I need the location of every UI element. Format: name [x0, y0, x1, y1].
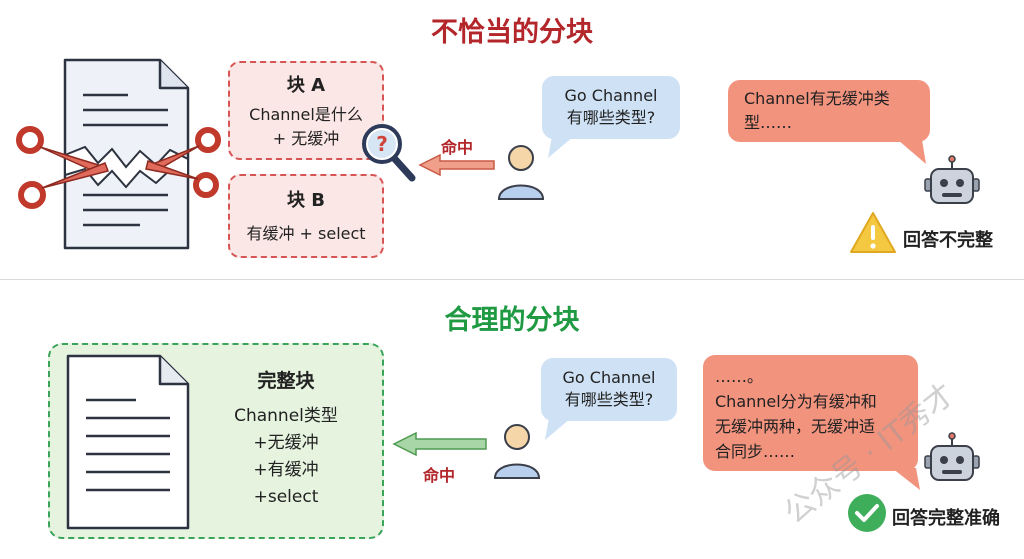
- answer-top-line1: Channel有无缓冲类: [744, 89, 890, 108]
- magnifier-question-icon: ?: [362, 124, 416, 182]
- bad-chunking-title: 不恰当的分块: [431, 17, 593, 48]
- chunk-b-title: 块 B: [287, 190, 325, 211]
- question-bubble-top-tail: [548, 136, 574, 158]
- robot-icon: [924, 155, 980, 204]
- user-icon: [497, 145, 545, 200]
- scissors-left-icon: [16, 126, 109, 209]
- answer-bottom-line4: 合同步……: [715, 442, 796, 461]
- answer-bubble-bottom-tail: [892, 468, 920, 490]
- complete-chunk-line4: +select: [253, 487, 319, 507]
- answer-bottom-line2: Channel分为有缓冲和: [715, 392, 877, 411]
- question-top-line1: Go Channel: [564, 86, 658, 105]
- chunk-a-title: 块 A: [286, 75, 326, 96]
- cut-document-illustration: [16, 58, 221, 250]
- question-bubble-bottom: Go Channel 有哪些类型?: [541, 358, 677, 421]
- question-top-line2: 有哪些类型?: [566, 108, 656, 127]
- answer-bubble-top-tail: [898, 140, 926, 164]
- complete-chunk-line2: +无缓冲: [253, 433, 319, 453]
- hit-arrow-bottom: [392, 432, 487, 456]
- document-icon-bottom: [66, 354, 190, 530]
- scissors-right-icon: [145, 127, 221, 198]
- question-bubble-top: Go Channel 有哪些类型?: [542, 76, 680, 139]
- answer-bottom-line1: ……。: [715, 367, 764, 386]
- section-divider: [0, 279, 1024, 280]
- complete-chunk-line1: Channel类型: [234, 406, 338, 426]
- answer-top-line2: 型……: [744, 113, 793, 132]
- svg-text:?: ?: [376, 132, 388, 156]
- warning-icon: [850, 212, 896, 253]
- answer-bottom-line3: 无缓冲两种，无缓冲适: [715, 417, 876, 436]
- result-incomplete: 回答不完整: [903, 230, 993, 251]
- result-complete: 回答完整准确: [892, 508, 1000, 529]
- answer-bubble-bottom: ……。 Channel分为有缓冲和 无缓冲两种，无缓冲适 合同步……: [703, 355, 918, 471]
- hit-label-top: 命中: [441, 138, 474, 157]
- chunk-a-box: 块 A Channel是什么 + 无缓冲: [228, 61, 384, 160]
- hit-label-bottom: 命中: [423, 466, 456, 485]
- chunk-b-line1: 有缓冲 + select: [246, 224, 366, 243]
- robot-icon-bottom: [924, 432, 980, 481]
- question-bottom-line1: Go Channel: [562, 368, 656, 387]
- chunk-a-line1: Channel是什么: [249, 105, 363, 124]
- question-bottom-line2: 有哪些类型?: [564, 390, 654, 409]
- check-icon: [848, 494, 886, 532]
- hit-arrow-top: [418, 154, 495, 176]
- complete-chunk-line3: +有缓冲: [253, 460, 319, 480]
- chunk-b-box: 块 B 有缓冲 + select: [228, 174, 384, 258]
- answer-bubble-top: Channel有无缓冲类 型……: [728, 80, 930, 142]
- good-chunking-title: 合理的分块: [444, 305, 580, 336]
- question-bubble-bottom-tail: [545, 418, 571, 440]
- chunk-a-line2: + 无缓冲: [272, 129, 340, 148]
- complete-chunk-title: 完整块: [257, 370, 315, 392]
- document-icon: [63, 58, 190, 250]
- complete-chunk-content: 完整块 Channel类型 +无缓冲 +有缓冲 +select: [204, 366, 368, 511]
- user-icon-bottom: [493, 424, 541, 479]
